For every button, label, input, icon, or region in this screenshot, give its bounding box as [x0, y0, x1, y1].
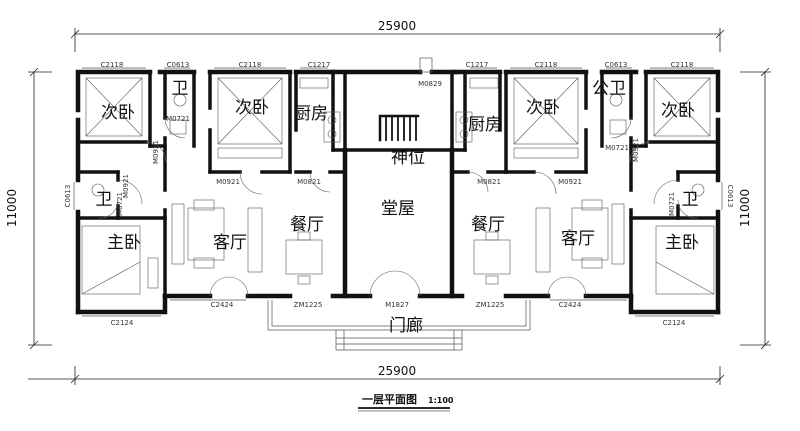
code-label: C1217: [308, 61, 331, 69]
room-label-veranda: 门廊: [389, 316, 423, 336]
room-label-shrine: 神位: [391, 148, 425, 168]
title-scale: 1:100: [428, 396, 454, 405]
code-label: C2424: [559, 301, 582, 309]
room-label-left-small-bath: 卫: [96, 190, 113, 210]
code-label: ZM1225: [294, 301, 323, 309]
code-label: M0821: [297, 178, 321, 186]
code-label: C2124: [111, 319, 134, 327]
room-label-left-living-room: 客厅: [213, 233, 247, 253]
left-depth-label: 11000: [5, 189, 19, 227]
room-label-left-master-bedroom: 主卧: [107, 233, 141, 253]
code-label: M0821: [477, 178, 501, 186]
interior-walls-right: [450, 70, 720, 298]
interior-walls-center: [331, 70, 467, 299]
left-dimension: 11000: [5, 67, 52, 350]
room-label-right-secondary-bedroom: 次卧: [661, 101, 695, 121]
furniture-right: [455, 77, 715, 295]
code-label: M0921: [558, 178, 582, 186]
code-label: M0829: [418, 80, 442, 88]
opening-codes: C2118 C0613 C2118 C1217 M0829 C1217 C211…: [64, 61, 734, 327]
room-labels: 次卧 卫 次卧 厨房 卫 主卧 客厅 餐厅 神位 堂屋 厨房 次卧 公卫 次卧 …: [96, 79, 700, 336]
room-label-right-dining-room: 餐厅: [471, 215, 505, 235]
right-depth-label: 11000: [738, 189, 752, 227]
drawing-title: 一层平面图 1:100: [358, 393, 454, 412]
code-label: C2118: [239, 61, 262, 69]
code-label: C0613: [605, 61, 628, 69]
room-label-right-kitchen: 厨房: [468, 115, 502, 135]
code-label: M0721: [166, 115, 190, 123]
code-label: M0921: [632, 138, 640, 162]
code-label: C2118: [535, 61, 558, 69]
room-label-right-public-bath: 公卫: [592, 79, 626, 99]
code-label: C2424: [211, 301, 234, 309]
room-label-left-kitchen: 厨房: [294, 104, 328, 124]
title-text: 一层平面图: [362, 393, 417, 406]
code-label: M0721: [668, 192, 676, 216]
room-label-right-small-bath: 卫: [682, 190, 699, 210]
room-label-right-middle-bedroom: 次卧: [526, 98, 560, 118]
veranda-outline: [267, 300, 531, 351]
code-label: M0721: [116, 192, 124, 216]
room-label-left-top-bath: 卫: [172, 79, 189, 99]
code-label: C2118: [101, 61, 124, 69]
code-label: M0921: [152, 140, 160, 164]
room-label-right-living-room: 客厅: [561, 229, 595, 249]
code-label: M0721: [605, 144, 629, 152]
door-swings: [97, 117, 699, 297]
room-label-left-dining-room: 餐厅: [290, 215, 324, 235]
code-label: C0613: [726, 185, 734, 208]
code-label: ZM1225: [476, 301, 505, 309]
furniture-left: [81, 77, 341, 295]
window-marks: [73, 57, 723, 317]
room-label-left-secondary-bedroom: 次卧: [101, 103, 135, 123]
code-label: C0613: [64, 185, 72, 208]
code-label: C2118: [671, 61, 694, 69]
room-label-right-master-bedroom: 主卧: [665, 233, 699, 253]
room-label-left-middle-bedroom: 次卧: [235, 98, 269, 118]
code-label: C2124: [663, 319, 686, 327]
right-dimension: 11000: [738, 67, 771, 350]
code-label: C0613: [167, 61, 190, 69]
code-label: M0921: [122, 174, 130, 198]
code-label: M0921: [216, 178, 240, 186]
stair-icon: [378, 114, 420, 142]
code-label: M1827: [385, 301, 409, 309]
top-dimension: 25900: [70, 19, 725, 52]
top-width-label: 25900: [378, 19, 416, 33]
room-label-main-hall: 堂屋: [381, 199, 415, 219]
bottom-width-label: 25900: [378, 364, 416, 378]
code-label: C1217: [466, 61, 489, 69]
bottom-dimension: 25900: [28, 364, 725, 385]
exterior-walls: [75, 69, 721, 315]
